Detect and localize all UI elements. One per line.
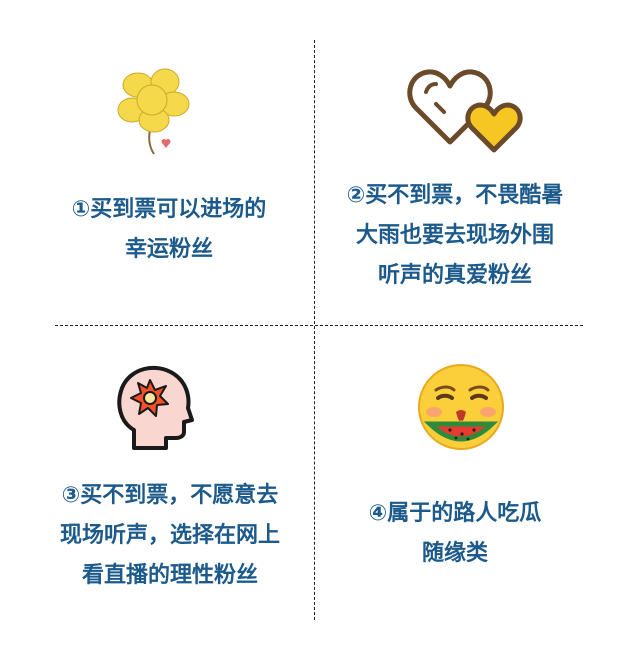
- vertical-divider: [314, 40, 315, 620]
- quadrant-1-caption: ①买到票可以进场的 幸运粉丝: [64, 190, 274, 270]
- quadrant-4-caption: ④属于的路人吃瓜 随缘类: [350, 494, 560, 574]
- flower-icon: [117, 68, 190, 155]
- head-burst-icon: [117, 365, 194, 450]
- caption-line: 大雨也要去现场外围: [355, 223, 554, 248]
- quadrant-3-caption: ③买不到票，不愿意去 现场听声，选择在网上 看直播的理性粉丝: [60, 476, 280, 596]
- horizontal-divider: [55, 325, 583, 326]
- quadrant-2-caption: ②买不到票，不畏酷暑 大雨也要去现场外围 听声的真爱粉丝: [340, 176, 570, 296]
- caption-line: ②买不到票，不畏酷暑: [346, 183, 564, 208]
- watermelon-emoji-icon: [418, 364, 504, 450]
- hearts-icon: [407, 69, 523, 153]
- caption-line: 幸运粉丝: [124, 237, 213, 262]
- caption-line: 现场听声，选择在网上: [60, 523, 281, 548]
- caption-line: 随缘类: [421, 541, 488, 566]
- caption-line: ③买不到票，不愿意去: [61, 483, 279, 508]
- caption-line: 看直播的理性粉丝: [81, 563, 258, 588]
- caption-line: ④属于的路人吃瓜: [368, 501, 542, 526]
- caption-line: ①买到票可以进场的: [71, 197, 267, 222]
- caption-line: 听声的真爱粉丝: [377, 263, 532, 288]
